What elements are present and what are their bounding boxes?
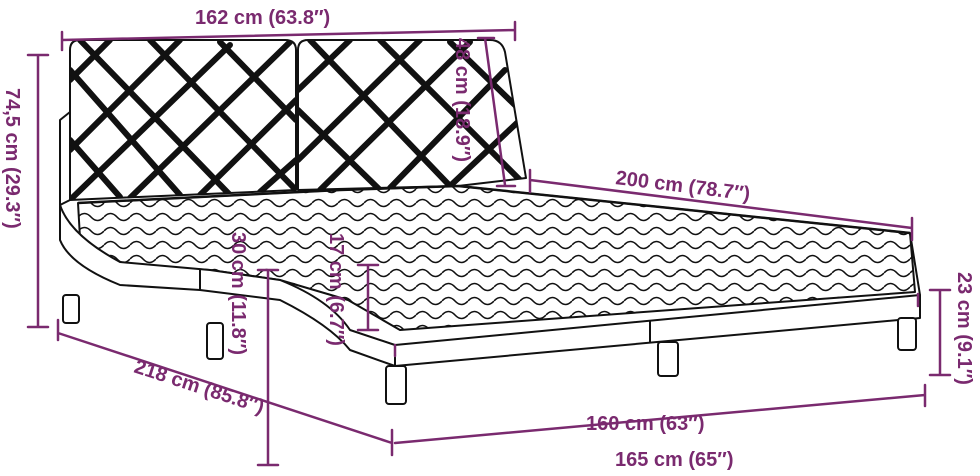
- leg-front-left: [385, 365, 407, 405]
- label-total-width: 165 cm (65″): [615, 449, 734, 471]
- dim-line-headboard-width: [60, 20, 517, 52]
- dim-line-total-width: [393, 383, 927, 445]
- bed-frame-front: [394, 294, 921, 367]
- headboard-right-tufting: [298, 40, 523, 190]
- dim-line-total-height: [26, 53, 50, 329]
- dim-line-mattress-height: [356, 263, 380, 332]
- headboard-left-tufting: [70, 40, 296, 200]
- leg-mid-left: [206, 322, 224, 360]
- label-headboard-height: 48 cm (18.9″): [451, 38, 473, 162]
- label-mattress-height: 17 cm (6.7″): [325, 233, 347, 346]
- leg-back-left: [62, 294, 80, 324]
- dim-line-total-length: [56, 318, 394, 457]
- headboard-side-panel: [59, 111, 71, 206]
- label-leg-height: 23 cm (9.1″): [953, 272, 975, 385]
- bed-illustration: [59, 39, 921, 405]
- leg-front-mid: [657, 341, 679, 377]
- dim-line-leg-height: [928, 288, 952, 377]
- dim-line-length-200: [528, 168, 914, 242]
- label-total-length: 218 cm (85.8″): [131, 356, 266, 419]
- leg-front-right: [897, 317, 917, 351]
- label-side-height: 30 cm (11.8″): [227, 232, 249, 355]
- dimension-lines: [26, 20, 952, 467]
- label-total-height: 74,5 cm (29.3″): [1, 88, 23, 229]
- label-inner-width: 160 cm (63″): [586, 413, 705, 435]
- dim-line-headboard-height: [476, 36, 517, 188]
- dim-line-side-height: [256, 268, 280, 467]
- label-headboard-width: 162 cm (63.8″): [195, 7, 330, 29]
- dim-line-inner-width: [393, 292, 920, 358]
